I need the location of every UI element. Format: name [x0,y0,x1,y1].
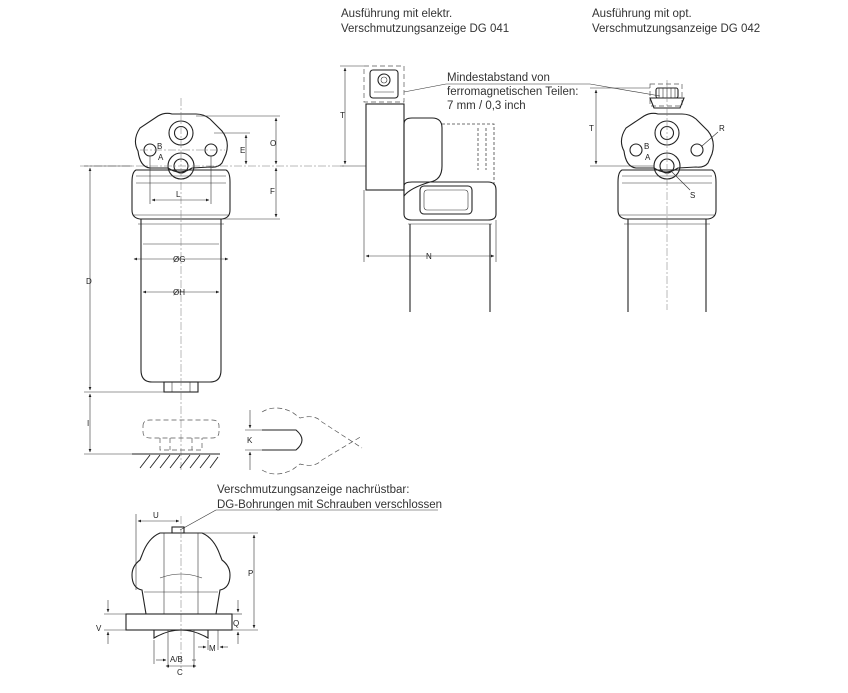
label-T-dg042: T [589,124,594,133]
caption-dg042: Ausführung mit opt. Verschmutzungsanzeig… [592,7,760,37]
caption-retrofit-line1: Verschmutzungsanzeige nachrüstbar: [217,484,410,496]
label-C: C [177,668,183,677]
front-view: B A O E F L ØG ØH D I [80,98,345,470]
distance-leader [589,83,661,97]
caption-dg041: Ausführung mit elektr. Verschmutzungsanz… [341,7,509,37]
retrofit-view: U P Q V A/B C M [96,509,438,677]
label-T-dg041: T [340,111,345,120]
label-N: N [426,252,432,261]
label-F: F [270,187,275,196]
label-O: O [270,139,276,148]
label-K: K [247,436,253,445]
label-U: U [153,511,159,520]
caption-min-distance-line1: Mindestabstand von [447,72,550,84]
label-R: R [719,124,725,133]
caption-dg041-line2: Verschmutzungsanzeige DG 041 [341,23,510,35]
wrench-detail: K [245,407,363,475]
caption-min-distance-line3: 7 mm / 0,3 inch [447,100,526,112]
caption-min-distance: Mindestabstand von ferromagnetischen Tei… [447,71,578,113]
label-E: E [240,146,245,155]
dg041-view: T N [340,65,497,312]
dg042-view: T R S B A [589,80,725,312]
label-M: M [209,644,216,653]
label-B-dg042: B [644,142,649,151]
label-AB: A/B [170,655,183,664]
label-D: D [86,277,92,286]
caption-dg042-line2: Verschmutzungsanzeige DG 042 [592,23,761,35]
caption-retrofit: Verschmutzungsanzeige nachrüstbar: DG-Bo… [217,483,442,513]
label-P: P [248,569,253,578]
caption-dg042-line1: Ausführung mit opt. [592,8,692,20]
label-G: ØG [173,255,185,264]
label-A-dg042: A [645,153,651,162]
label-I: I [87,419,89,428]
label-H: ØH [173,288,185,297]
front-flange [134,112,228,173]
label-A-front: A [158,153,164,162]
label-V: V [96,624,102,633]
label-L: L [176,190,181,199]
caption-dg041-line1: Ausführung mit elektr. [341,8,453,20]
label-B-front: B [157,142,162,151]
label-S: S [690,191,695,200]
caption-retrofit-line2: DG-Bohrungen mit Schrauben verschlossen [217,499,443,511]
label-Q: Q [233,619,239,628]
caption-min-distance-line2: ferromagnetischen Teilen: [447,86,579,98]
